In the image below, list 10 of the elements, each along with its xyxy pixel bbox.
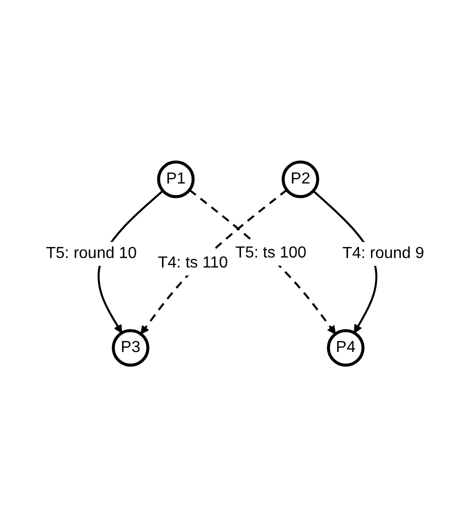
node-circle: P2	[282, 160, 320, 198]
arrow	[140, 189, 288, 334]
node-circle: P1	[156, 160, 195, 198]
edge-label: T4: ts 110	[158, 254, 228, 272]
edge-label: T4: round 9	[342, 244, 424, 262]
node-circle: P3	[112, 328, 150, 367]
arrow	[188, 189, 336, 334]
node-circle: P4	[326, 328, 364, 367]
edge-label: T5: ts 100	[235, 244, 306, 262]
edge-label: T5: round 10	[46, 244, 137, 262]
